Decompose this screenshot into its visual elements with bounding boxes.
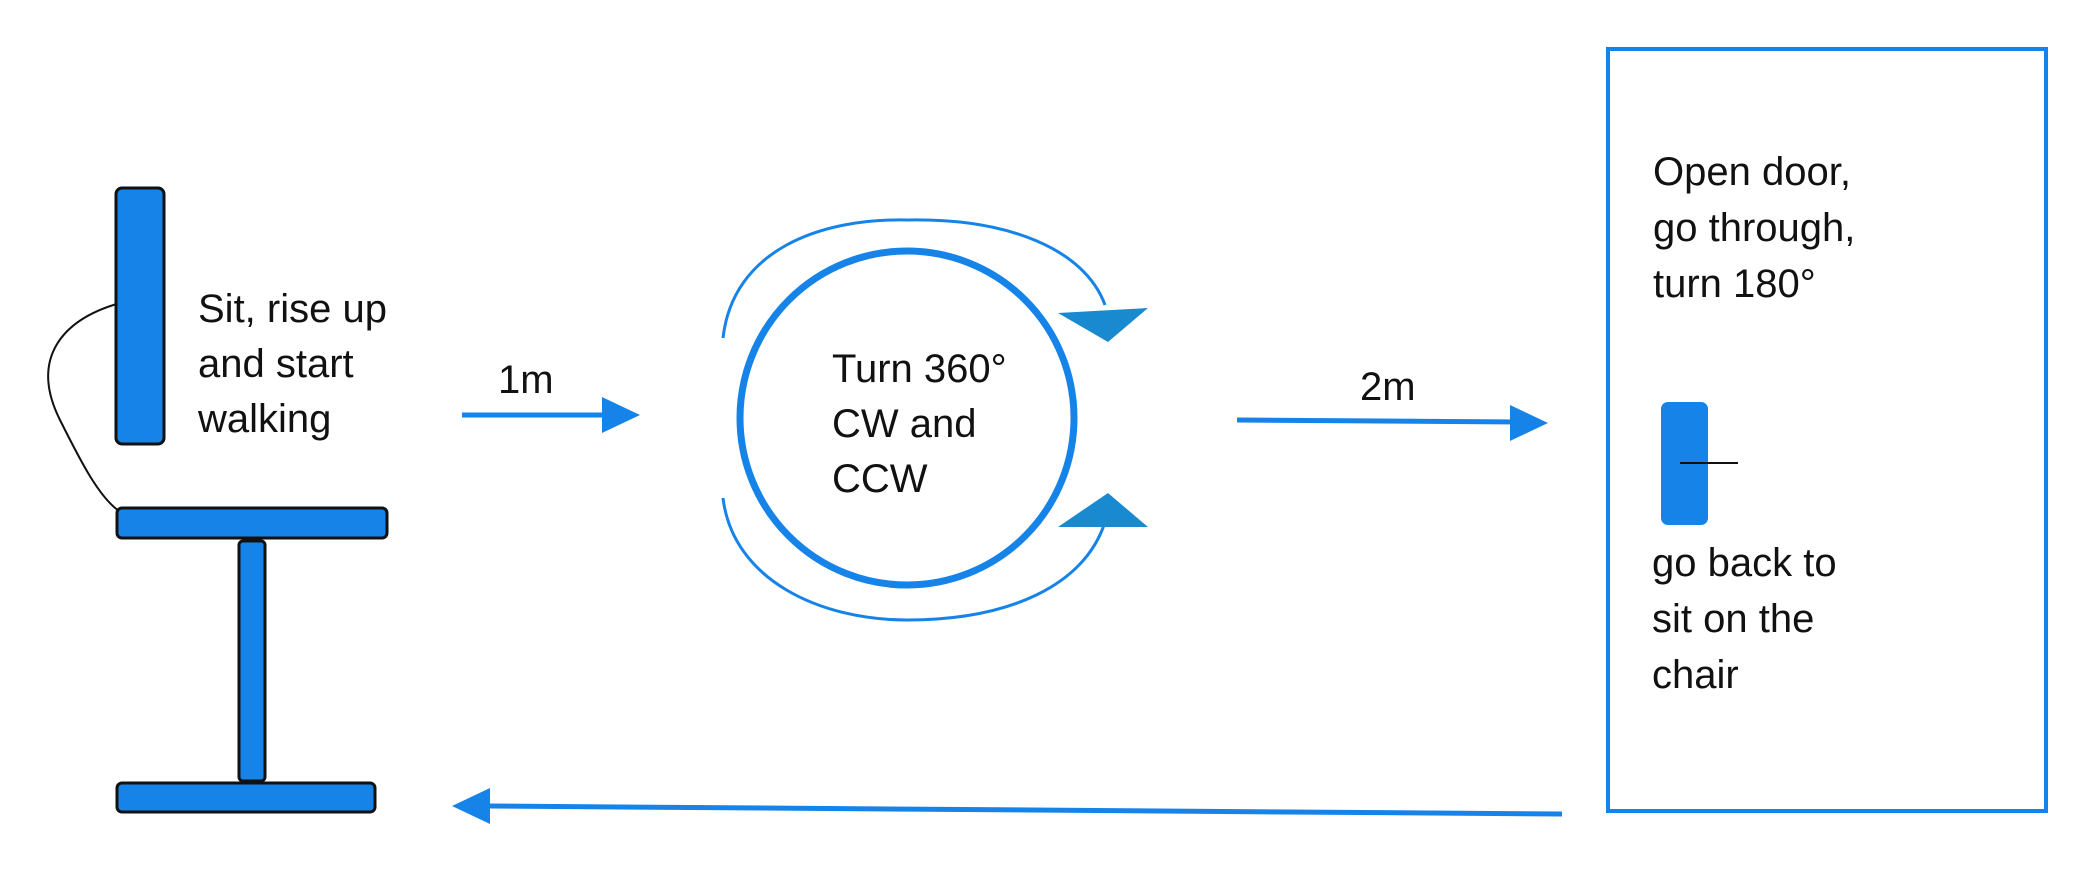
arrow-1m-head — [602, 397, 640, 433]
return-arrow — [489, 803, 1563, 817]
return-arrow-head — [452, 788, 490, 824]
door-instruction: Open door, go through, turn 180° — [1653, 150, 1867, 306]
return-line-1: go back to — [1652, 541, 1837, 585]
cw-arc — [721, 218, 1107, 339]
distance-2m-label: 2m — [1360, 365, 1416, 409]
door-line-1: Open door, — [1653, 150, 1851, 194]
arrow-2m-head — [1510, 405, 1548, 441]
turn-instruction: Turn 360° CW and CCW — [832, 347, 1018, 501]
start-instruction: Sit, rise up and start walking — [197, 287, 398, 441]
distance-1m-label: 1m — [498, 358, 554, 402]
turn-circle-icon — [721, 218, 1148, 622]
door-room-box — [1606, 47, 2048, 813]
chair-icon — [47, 186, 389, 814]
return-line-2: sit on the — [1652, 597, 1814, 641]
chair-base — [115, 781, 377, 814]
start-line-2: and start — [198, 342, 354, 386]
chair-seat — [115, 506, 389, 540]
start-line-3: walking — [197, 397, 331, 441]
chair-cable — [47, 302, 123, 514]
ccw-arrowhead — [1058, 493, 1148, 527]
ccw-arc — [721, 497, 1107, 622]
turn-line-3: CCW — [832, 457, 928, 501]
door-icon — [1661, 402, 1738, 525]
arrow-2m — [1236, 417, 1521, 425]
turn-line-1: Turn 360° — [832, 347, 1007, 391]
door-line-2: go through, — [1653, 206, 1855, 250]
chair-backrest — [114, 186, 166, 446]
return-line-3: chair — [1652, 653, 1739, 697]
door-line-3: turn 180° — [1653, 262, 1816, 306]
chair-leg — [237, 539, 267, 783]
turn-line-2: CW and — [832, 402, 977, 446]
start-line-1: Sit, rise up — [198, 287, 387, 331]
return-instruction: go back to sit on the chair — [1652, 541, 1848, 697]
turn-circle — [736, 247, 1078, 589]
cw-arrowhead — [1058, 308, 1148, 342]
